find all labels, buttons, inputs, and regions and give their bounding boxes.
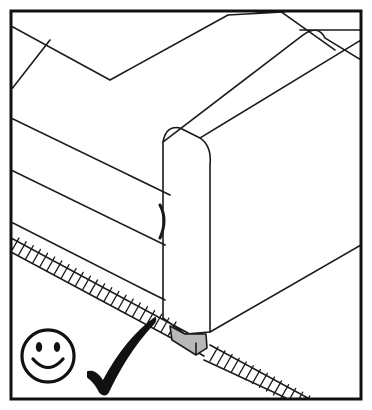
hatch-mark (272, 380, 283, 396)
hatch-mark (279, 383, 290, 399)
sofa-leg (169, 325, 208, 356)
hatch-mark (46, 256, 56, 272)
hatch-mark (209, 346, 219, 362)
hatch-mark (309, 400, 317, 410)
hatch-mark (17, 241, 27, 257)
hatch-mark (110, 290, 120, 307)
hatch-mark (138, 306, 149, 322)
hatch-mark (88, 279, 99, 295)
hatch-mark (265, 376, 276, 392)
hatch-mark (117, 294, 127, 310)
hatch-mark (53, 260, 63, 276)
hatch-mark (74, 271, 84, 288)
hatch-mark (95, 283, 106, 299)
hatch-mark (67, 267, 77, 284)
sofa-back (11, 11, 361, 91)
hatch-mark (216, 350, 226, 366)
hatch-mark (223, 353, 233, 370)
hatch-mark (24, 244, 34, 261)
hatch-mark (288, 387, 297, 399)
hatch-mark (230, 357, 240, 373)
hatch-mark (251, 368, 262, 385)
hatch-mark (131, 302, 141, 318)
sofa-seat (11, 117, 171, 301)
checkmark-icon (87, 317, 157, 396)
hatch-mark (258, 372, 269, 389)
panel-frame (9, 9, 363, 401)
sofa-arm (158, 29, 361, 335)
hatch-mark (31, 248, 42, 265)
hatch-mark (60, 264, 70, 280)
hatch-mark (124, 298, 134, 314)
hatch-mark (237, 361, 247, 377)
hatch-mark (153, 313, 163, 330)
hatch-mark (38, 252, 49, 268)
hatch-mark (316, 403, 324, 410)
hatch-mark (244, 365, 254, 381)
hatch-mark (81, 275, 92, 291)
smiley-face-icon (20, 328, 76, 384)
floor-edge-strip (11, 237, 324, 410)
hatch-mark (103, 286, 113, 303)
hatch-mark (145, 309, 156, 326)
hatch-mark (298, 391, 304, 399)
